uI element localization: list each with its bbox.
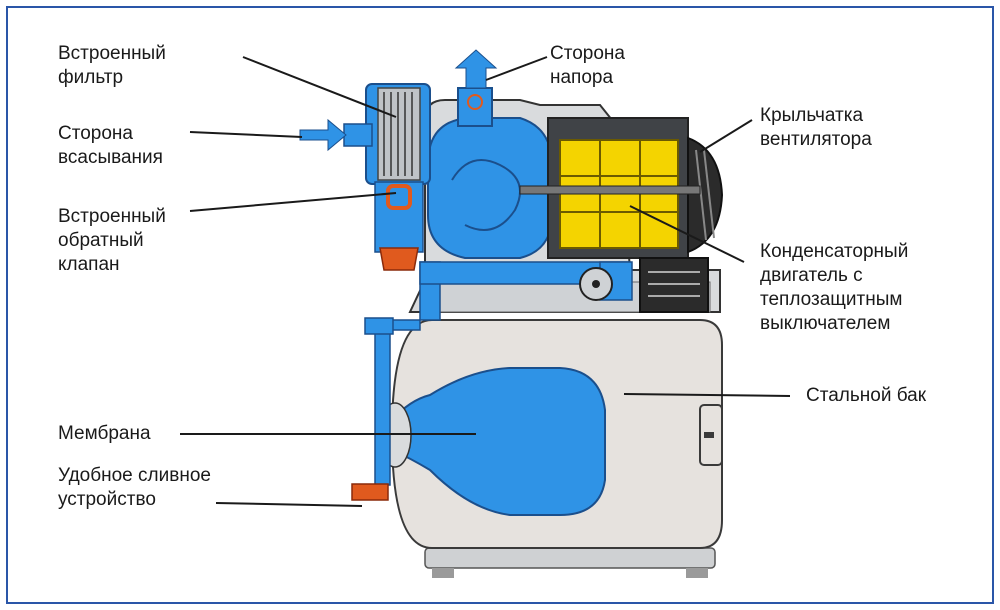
drain-device (351, 483, 389, 501)
label-fan-impeller: Крыльчатка вентилятора (760, 105, 872, 150)
base-feet (424, 547, 716, 578)
pump-chamber (427, 87, 553, 259)
motor-section (519, 117, 724, 313)
connecting-channel (419, 261, 633, 301)
label-pressure-side: Сторона напора (550, 43, 625, 88)
label-motor: Конденсаторный двигатель с теплозащитным… (760, 241, 909, 334)
label-builtin-filter: Встроенный фильтр (58, 43, 166, 88)
leader-lines (180, 56, 791, 507)
check-valve (374, 181, 424, 271)
label-steel-tank: Стальной бак (806, 385, 927, 406)
label-drain: Удобное сливное устройство (58, 465, 211, 510)
arrow-up-icon (454, 49, 498, 89)
label-check-valve: Встроенный обратный клапан (58, 206, 166, 275)
arrow-right-icon (299, 118, 347, 152)
builtin-filter (343, 83, 431, 185)
label-suction-side: Сторона всасывания (58, 123, 163, 168)
label-membrane: Мембрана (58, 423, 151, 444)
